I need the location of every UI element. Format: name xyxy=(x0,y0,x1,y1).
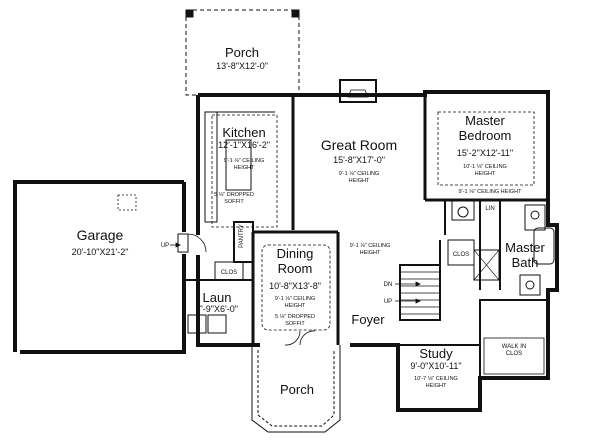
porch-front-name: Porch xyxy=(280,382,314,397)
master-bedroom-name-1: Master xyxy=(465,113,505,128)
stair xyxy=(399,264,441,321)
walk-in-label-2: CLOS xyxy=(506,351,522,357)
dining-name-2: Room xyxy=(278,261,313,276)
garage-wall xyxy=(13,180,186,354)
up-garage-label: UP xyxy=(161,243,169,249)
clos-bath-label: CLOS xyxy=(453,252,469,258)
dining-soffit xyxy=(261,244,331,331)
front-door-arc xyxy=(284,330,316,346)
dining-name-1: Dining xyxy=(277,246,314,261)
kitchen-soffit-2: SOFFIT xyxy=(224,199,244,205)
kitchen-dims: 12'-1"X16'-2" xyxy=(218,140,270,150)
master-bath-name-2: Bath xyxy=(512,255,539,270)
laun-dims: 7'-9"X6'-0" xyxy=(196,304,238,314)
study-dims: 9'-0"X10'-11" xyxy=(410,361,461,371)
labels: Porch 13'-8"X12'-0" Kitchen 12'-1"X16'-2… xyxy=(72,45,546,397)
dn-stair-label: DN xyxy=(384,282,393,288)
washer xyxy=(187,314,207,334)
closet-shelf xyxy=(483,337,545,375)
laun-name: Laun xyxy=(203,290,232,305)
water-closet xyxy=(451,199,475,221)
dining-dims: 10'-8"X13'-8" xyxy=(269,281,321,291)
master-bedroom-ceiling-1: 10'-1 ⅛" CEILING xyxy=(463,164,507,170)
fireplace-hearth xyxy=(347,89,369,98)
study-name: Study xyxy=(419,346,453,361)
clos-laun-label: CLOS xyxy=(221,270,237,276)
porch-post-right xyxy=(291,9,300,18)
clos-hall-box xyxy=(447,239,475,266)
great-room-name: Great Room xyxy=(321,137,397,153)
garage-entry-step xyxy=(177,233,189,253)
garage-entry-arc xyxy=(187,233,207,253)
kitchen-island xyxy=(225,139,252,191)
kitchen-counter xyxy=(204,111,218,223)
walls xyxy=(13,9,559,433)
master-bedroom-dims: 15'-2"X12'-11" xyxy=(457,148,513,158)
bath-vanity-2 xyxy=(519,274,541,296)
porch-front-inner xyxy=(257,350,335,427)
house-outer-wall xyxy=(198,90,559,412)
up-stair-label: UP xyxy=(384,299,392,305)
hall-ceiling-2: HEIGHT xyxy=(360,250,381,256)
dining-soffit-1: 5 ⅛" DROPPED xyxy=(275,314,315,320)
great-room-ceiling-2: HEIGHT xyxy=(349,178,370,184)
master-bedroom-ceiling-below: 9'-1 ⅛" CEILING HEIGHT xyxy=(459,189,523,195)
dining-ceiling-2: HEIGHT xyxy=(285,303,306,309)
dining-ceiling-1: 9'-1 ⅛" CEILING xyxy=(275,296,316,302)
stair-arrows xyxy=(170,242,421,304)
foyer-name: Foyer xyxy=(351,312,385,327)
clos-laun-box xyxy=(214,261,244,281)
porch-front-outline xyxy=(251,345,341,433)
porch-post-left xyxy=(185,9,194,18)
hall-ceiling-1: 9'-1 ⅛" CEILING xyxy=(350,243,391,249)
dryer xyxy=(207,314,227,334)
kitchen-ceiling-1: 9'-1 ⅛" CEILING xyxy=(224,158,265,164)
house-west-wall xyxy=(196,95,260,347)
sink-1 xyxy=(530,210,540,220)
porch-top-dims: 13'-8"X12'-0" xyxy=(216,61,268,71)
kitchen-soffit-1: 5 ⅛" DROPPED xyxy=(214,192,254,198)
study-ceiling-1: 10'-7 ⅛" CEILING xyxy=(414,376,458,382)
walk-in-closet xyxy=(479,299,549,379)
great-room-dims: 15'-8"X17'-0" xyxy=(333,155,385,165)
garage-attic xyxy=(117,194,137,211)
garage-name: Garage xyxy=(77,227,124,243)
shower-x2 xyxy=(473,249,500,281)
master-ceiling-tray xyxy=(437,111,535,186)
fireplace xyxy=(339,79,377,103)
dining-soffit-2: SOFFIT xyxy=(285,321,305,327)
kitchen-soffit xyxy=(211,114,278,228)
toilet xyxy=(457,206,469,218)
stair-treads xyxy=(400,271,440,315)
master-bedroom-ceiling-2: HEIGHT xyxy=(475,171,496,177)
master-bedroom-name-2: Bedroom xyxy=(459,128,512,143)
sink-2 xyxy=(525,280,535,290)
master-bath-name-1: Master xyxy=(505,240,545,255)
lin-label: LIN xyxy=(485,206,494,212)
kitchen-name: Kitchen xyxy=(222,125,265,140)
great-room-ceiling-1: 9'-1 ⅛" CEILING xyxy=(339,171,380,177)
bath-tub xyxy=(533,227,555,265)
walk-in-label-1: WALK IN xyxy=(502,344,526,350)
bath-vanity xyxy=(524,204,546,231)
kitchen-ceiling-2: HEIGHT xyxy=(234,165,255,171)
porch-top-name: Porch xyxy=(225,45,259,60)
pantry-label: PANTRY xyxy=(239,224,245,248)
garage-dims: 20'-10"X21'-2" xyxy=(72,247,129,257)
study-ceiling-2: HEIGHT xyxy=(426,383,447,389)
